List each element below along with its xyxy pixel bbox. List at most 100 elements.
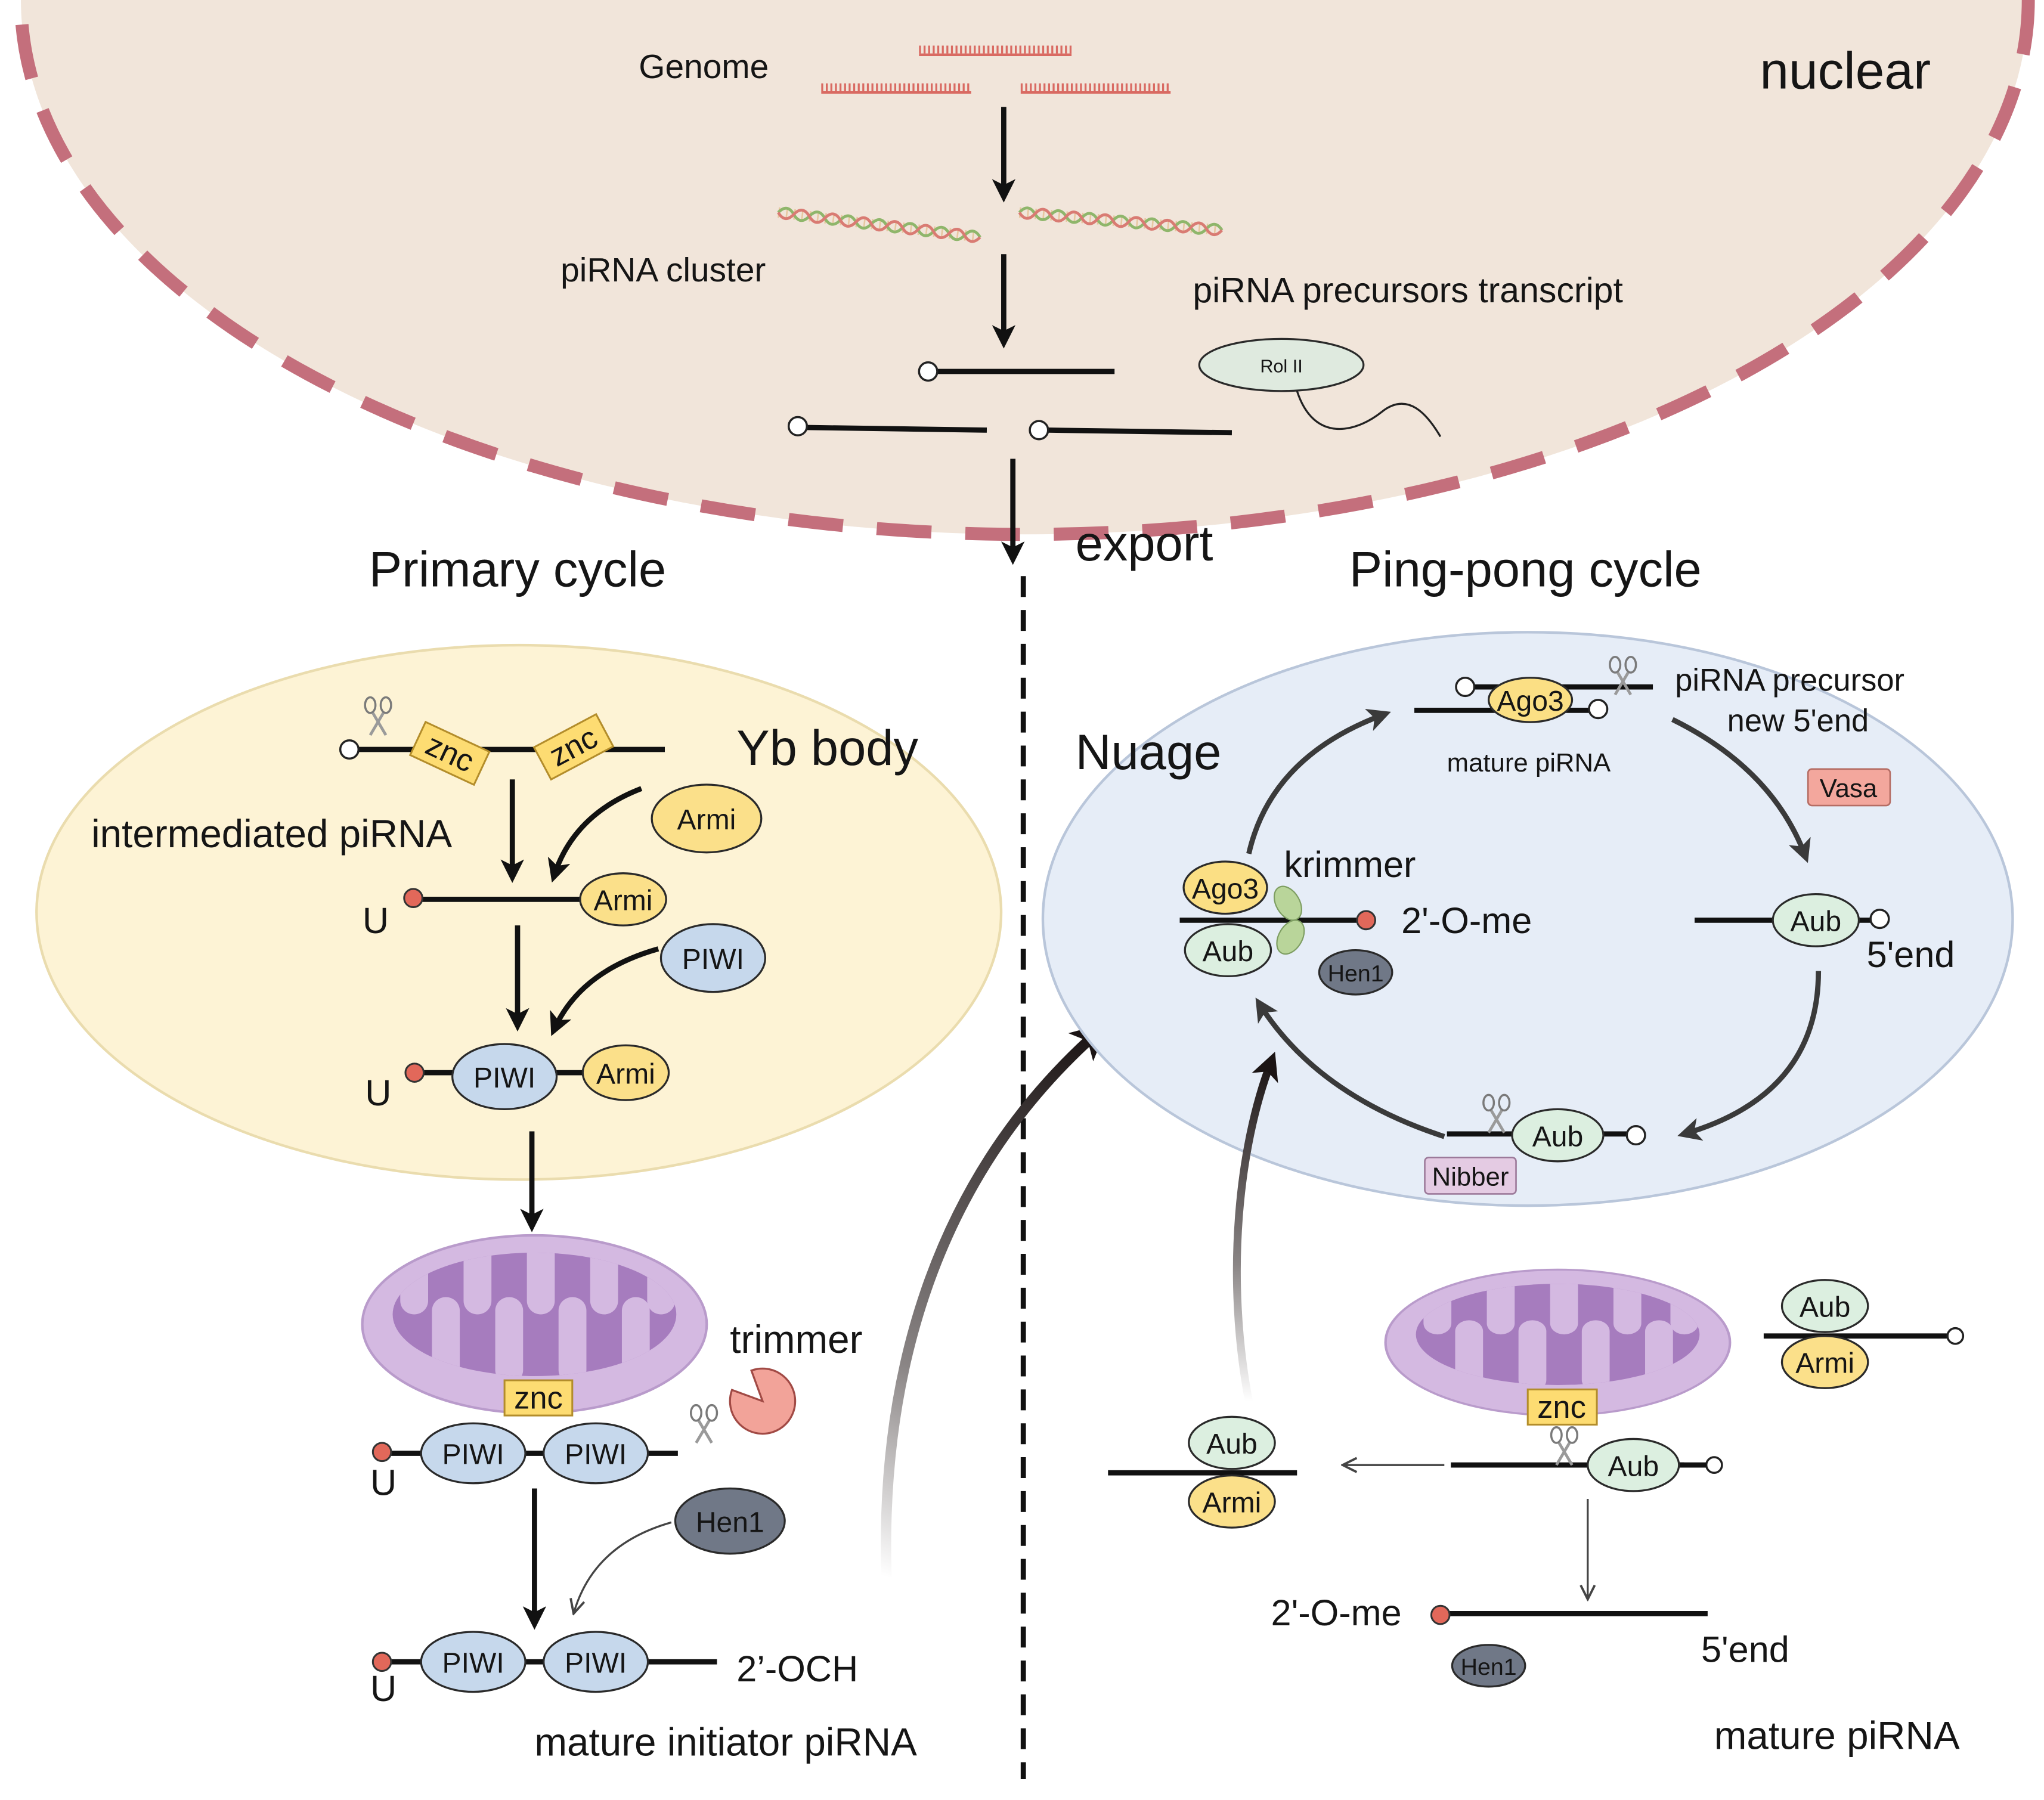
hen1-protein: Hen1 <box>1318 949 1393 996</box>
scissors-icon <box>1551 1427 1578 1465</box>
ago3-complex: Ago3 <box>1414 657 1653 723</box>
piwi-label: PIWI <box>565 1647 627 1679</box>
trimmer-icon <box>729 1367 797 1435</box>
krimmer-icon <box>1273 885 1302 921</box>
piwi-protein: PIWI <box>543 1422 649 1485</box>
piwi-label: PIWI <box>565 1439 627 1471</box>
primary-cycle-title: Primary cycle <box>369 542 666 597</box>
methylated-end <box>1356 910 1376 931</box>
genome-dna <box>821 45 1171 94</box>
piwi-protein: PIWI <box>420 1631 527 1693</box>
piwi-protein: PIWI <box>420 1422 527 1485</box>
ago3-label: Ago3 <box>1192 873 1259 905</box>
cycle-arrow <box>1677 971 1822 1141</box>
genome-label: Genome <box>639 48 769 86</box>
ago3-aub-complex: Ago3 Aub <box>1179 860 1376 978</box>
nibber-box: Nibber <box>1424 1156 1517 1195</box>
primary-to-nuage-arrow <box>881 1022 1109 1578</box>
znc-box: znc <box>408 720 491 786</box>
nibber-label: Nibber <box>1432 1163 1509 1192</box>
piwi-label: PIWI <box>442 1439 504 1471</box>
methylated-end <box>1430 1604 1451 1625</box>
pirna-cluster-helix-right <box>1018 206 1224 237</box>
piwi-protein: PIWI <box>659 923 766 993</box>
znc-label: znc <box>1537 1390 1586 1425</box>
aub-label: Aub <box>1800 1291 1851 1324</box>
methylation-arrow <box>574 1521 672 1613</box>
pirna-cluster-helix-left <box>777 206 981 243</box>
armi-label: Armi <box>1795 1347 1854 1380</box>
armi-label: Armi <box>1203 1487 1262 1519</box>
nuclear-envelope <box>14 0 2035 541</box>
5end-label: 5'end <box>1867 934 1955 975</box>
aub-label: Aub <box>1206 1428 1258 1460</box>
uridine-label: U <box>365 1073 391 1113</box>
cycle-arrow <box>1246 709 1391 854</box>
cycle-arrow <box>1671 717 1811 863</box>
armi-label: Armi <box>594 885 653 917</box>
mature-pirna-label: mature piRNA <box>1714 1714 1960 1758</box>
hen1-label: Hen1 <box>1328 961 1384 987</box>
hen1-label: Hen1 <box>1461 1654 1517 1680</box>
precursor-transcripts <box>787 361 1232 441</box>
trimmer-label: trimmer <box>730 1318 862 1361</box>
aub-armi-complex: Aub Armi <box>1108 1415 1297 1529</box>
uridine-label: U <box>363 900 389 941</box>
ago3-label: Ago3 <box>1497 685 1563 717</box>
aub-label: Aub <box>1608 1450 1659 1482</box>
pirna-cluster-label: piRNA cluster <box>560 252 766 289</box>
armi-protein: Armi <box>579 872 667 927</box>
precursor-label: piRNA precursor <box>1675 664 1904 698</box>
hen1-label: Hen1 <box>696 1506 764 1538</box>
cycle-arrow <box>1255 997 1445 1139</box>
krimmer-label: krimmer <box>1284 844 1416 885</box>
armi-protein: Armi <box>581 1044 670 1101</box>
piwi-protein: PIWI <box>543 1631 649 1693</box>
vasa-box: Vasa <box>1807 768 1891 807</box>
piwi-binding-arrow <box>550 946 659 1036</box>
hen1-protein: Hen1 <box>674 1487 786 1555</box>
aub-nibber-complex: Aub <box>1447 1095 1646 1163</box>
modified-5-end <box>403 888 423 909</box>
aub-label: Aub <box>1532 1120 1584 1153</box>
piwi-label: PIWI <box>682 943 744 975</box>
intermediate-pirna-label: intermediated piRNA <box>91 812 452 856</box>
export-label: export <box>1076 516 1213 571</box>
methyl-label: 2'-O-me <box>1401 900 1532 941</box>
modified-5-end <box>371 1652 392 1672</box>
armi-label: Armi <box>596 1058 655 1090</box>
precursor-transcript-label: piRNA precursors transcript <box>1193 271 1623 310</box>
pingpong-cycle-title: Ping-pong cycle <box>1349 542 1702 597</box>
aub-complex: Aub <box>1695 893 1890 947</box>
uridine-label: U <box>370 1462 397 1502</box>
armi-protein: Armi <box>651 783 763 854</box>
polymerase-label: Rol II <box>1260 356 1302 376</box>
krimmer-icon <box>1276 919 1305 955</box>
polymerase-transcript-tail <box>1296 391 1442 438</box>
armi-label: Armi <box>677 804 736 836</box>
nucleus: nuclear Genome piRNA cluster piRNA precu… <box>14 0 2035 565</box>
mature-pirna-complex-label: mature piRNA <box>1447 748 1611 777</box>
pingpong-cycle: Nuage Ago3 piRNA precursor new 5'end mat… <box>1041 631 2014 1758</box>
hen1-protein: Hen1 <box>1451 1644 1526 1688</box>
modified-5-end <box>371 1442 392 1463</box>
aub-label: Aub <box>1791 906 1842 938</box>
nucleus-label: nuclear <box>1760 42 1931 100</box>
nuage-label: Nuage <box>1076 724 1222 780</box>
yb-body-label: Yb body <box>736 720 918 776</box>
modified-5-end <box>404 1062 425 1083</box>
aub-label: Aub <box>1203 935 1254 968</box>
new-5end-label: new 5'end <box>1727 704 1869 738</box>
rna-polymerase: Rol II <box>1198 337 1442 438</box>
znc-box: znc <box>503 1379 574 1417</box>
piwi-label: PIWI <box>473 1062 535 1094</box>
primary-cycle: Yb body znc znc intermediated piRNA Armi… <box>35 643 1003 1764</box>
vasa-label: Vasa <box>1820 774 1878 803</box>
aub-armi-complex: Aub Armi <box>1763 1279 1965 1389</box>
znc-label: znc <box>514 1381 563 1416</box>
znc-box: znc <box>1526 1388 1598 1426</box>
aub-cleavage-complex: Aub <box>1451 1427 1723 1492</box>
piwi-protein: PIWI <box>451 1043 558 1111</box>
armi-binding-arrow <box>547 786 643 883</box>
